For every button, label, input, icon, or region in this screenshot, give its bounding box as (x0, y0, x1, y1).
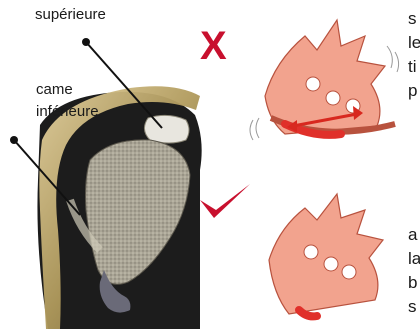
cut-text-right-3: b (408, 272, 417, 294)
label-came: came (36, 80, 73, 99)
cam-hole (306, 77, 320, 91)
cut-text-wrong-2: le (408, 32, 420, 54)
cam-diagram-right (245, 190, 415, 330)
cam-body-wrong (265, 20, 385, 134)
cut-text-right-1: a (408, 224, 417, 246)
cut-text-wrong-1: s (408, 8, 417, 30)
cut-text-wrong-4: p (408, 80, 417, 102)
cam-hole (326, 91, 340, 105)
cut-text-wrong-3: ti (408, 56, 417, 78)
cam-body-right (269, 194, 383, 314)
cam-hole (324, 257, 338, 271)
label-inferieure: inférieure (36, 102, 99, 121)
leader-line-bottom (14, 140, 80, 215)
cut-text-right-2: la (408, 248, 420, 270)
vibration-mark (387, 46, 399, 72)
cam-diagram-wrong (245, 6, 415, 166)
cut-text-right-4: s (408, 296, 417, 318)
cam-hole (342, 265, 356, 279)
vibration-mark (250, 118, 259, 140)
cam-hole (304, 245, 318, 259)
wrong-mark-icon: X (200, 24, 227, 68)
label-superieure: supérieure (35, 5, 106, 24)
